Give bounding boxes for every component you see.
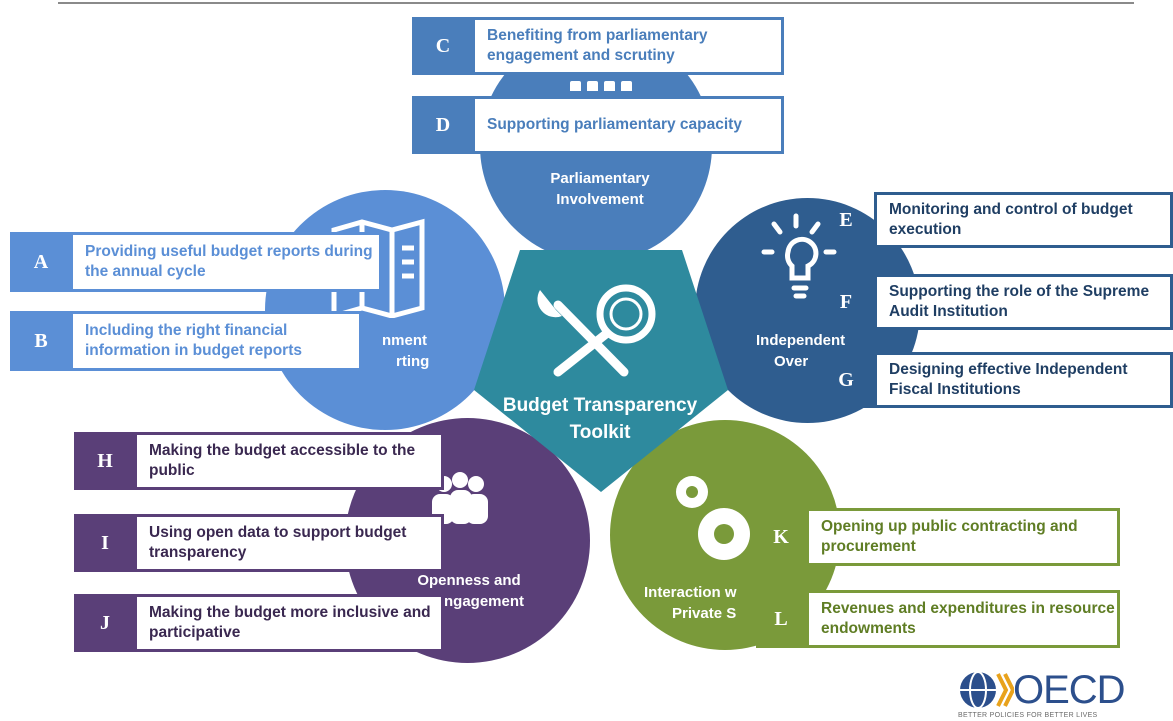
item-l-text: Revenues and expenditures in resource en… bbox=[806, 590, 1120, 648]
item-b: B Including the right financial informat… bbox=[10, 311, 362, 371]
item-h-text: Making the budget accessible to the publ… bbox=[134, 432, 444, 490]
item-k-letter: K bbox=[756, 508, 806, 566]
oecd-globe-icon bbox=[960, 671, 1014, 709]
lightbulb-icon bbox=[761, 213, 837, 299]
item-j: J Making the budget more inclusive and p… bbox=[74, 594, 444, 652]
item-b-letter: B bbox=[10, 311, 72, 371]
item-i-text: Using open data to support budget transp… bbox=[134, 514, 444, 572]
item-j-letter: J bbox=[74, 594, 136, 652]
private-label: Interaction w Private S bbox=[644, 582, 784, 624]
government-label-line2: rting bbox=[396, 353, 430, 370]
parliamentary-label-line1: Parliamentary bbox=[550, 170, 650, 187]
private-label-line1: Interaction w bbox=[644, 584, 737, 601]
item-c-letter: C bbox=[412, 17, 474, 75]
parliamentary-label: Parliamentary Involvement bbox=[510, 168, 690, 210]
independent-label-line2: Over bbox=[774, 353, 809, 370]
item-a-letter: A bbox=[10, 232, 72, 292]
item-f-letter: F bbox=[839, 290, 853, 313]
government-label-line1: nment bbox=[382, 332, 427, 349]
item-f-text: Supporting the role of the Supreme Audit… bbox=[874, 274, 1173, 330]
item-i-letter: I bbox=[74, 514, 136, 572]
independent-label: Independent Over bbox=[756, 330, 866, 372]
openness-label: Openness and Engagement bbox=[404, 570, 534, 612]
center-title-line1: Budget Transparency bbox=[502, 395, 698, 416]
item-h-letter: H bbox=[74, 432, 136, 490]
item-j-text: Making the budget more inclusive and par… bbox=[134, 594, 444, 652]
item-d: D Supporting parliamentary capacity bbox=[412, 96, 784, 154]
item-g-text: Designing effective Independent Fiscal I… bbox=[874, 352, 1173, 408]
government-label: nment rting bbox=[382, 330, 462, 372]
item-d-text: Supporting parliamentary capacity bbox=[472, 96, 784, 154]
independent-label-line1: Independent bbox=[756, 332, 846, 349]
item-e-letter: E bbox=[839, 208, 853, 231]
center-title-line2: Toolkit bbox=[569, 422, 631, 443]
item-a-text: Providing useful budget reports during t… bbox=[70, 232, 382, 292]
gears-icon bbox=[676, 476, 750, 560]
item-d-letter: D bbox=[412, 96, 474, 154]
item-l-letter: L bbox=[756, 590, 806, 648]
oecd-logo-text: OECD bbox=[1013, 668, 1126, 712]
item-e-text: Monitoring and control of budget executi… bbox=[874, 192, 1173, 248]
item-k: K Opening up public contracting and proc… bbox=[756, 508, 1120, 566]
parliamentary-label-line2: Involvement bbox=[556, 191, 644, 208]
people-icon bbox=[432, 472, 488, 524]
wrench-magnifier-icon bbox=[553, 284, 656, 377]
openness-label-line2: Engagement bbox=[433, 593, 524, 610]
item-h: H Making the budget accessible to the pu… bbox=[74, 432, 444, 490]
item-f: F Supporting the role of the Supreme Aud… bbox=[818, 274, 1173, 330]
wrench-head-icon bbox=[537, 290, 562, 318]
item-i: I Using open data to support budget tran… bbox=[74, 514, 444, 572]
building-icon bbox=[570, 81, 632, 91]
item-b-text: Including the right financial informatio… bbox=[70, 311, 362, 371]
top-rule bbox=[58, 2, 1134, 4]
center-title: Budget Transparency Toolkit bbox=[470, 392, 730, 446]
item-a: A Providing useful budget reports during… bbox=[10, 232, 382, 292]
openness-label-line1: Openness and bbox=[417, 572, 521, 589]
item-e: E Monitoring and control of budget execu… bbox=[818, 192, 1173, 248]
item-c: C Benefiting from parliamentary engageme… bbox=[412, 17, 784, 75]
item-l: L Revenues and expenditures in resource … bbox=[756, 590, 1120, 648]
item-c-text: Benefiting from parliamentary engagement… bbox=[472, 17, 784, 75]
item-g-letter: G bbox=[818, 352, 874, 408]
item-k-text: Opening up public contracting and procur… bbox=[806, 508, 1120, 566]
item-g: G Designing effective Independent Fiscal… bbox=[818, 352, 1173, 408]
private-label-line2: Private S bbox=[672, 605, 737, 622]
oecd-tagline: BETTER POLICIES FOR BETTER LIVES bbox=[958, 712, 1098, 719]
